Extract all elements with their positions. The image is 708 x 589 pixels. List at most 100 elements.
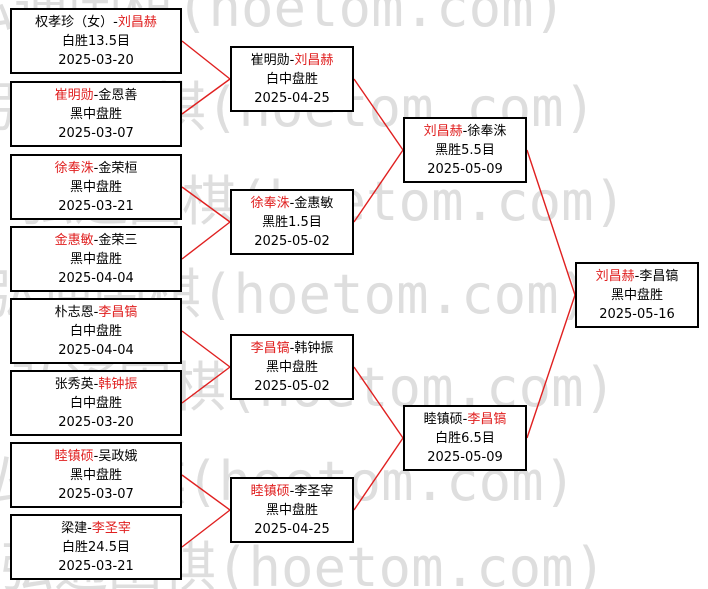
white-player-name: 韩钟振	[98, 376, 138, 392]
players-line: 权孝珍（女）-刘昌赫	[12, 13, 180, 32]
bracket-connector-line	[353, 366, 404, 439]
round2-match-box: 崔明勋-刘昌赫白中盘胜 2025-04-25	[230, 46, 354, 112]
white-player-name: 李昌镐	[467, 411, 507, 427]
players-line: 张秀英-韩钟振	[12, 375, 180, 394]
match-result: 黑中盘胜	[69, 179, 122, 195]
bracket-connector-line	[526, 294, 576, 439]
black-player-name: 刘昌赫	[423, 123, 463, 139]
match-date: 2025-04-04	[58, 342, 134, 358]
black-player-name: 金惠敏	[54, 232, 94, 248]
black-player-name: 睦镇硕	[250, 483, 290, 499]
players-line: 徐奉洙-金荣桓	[12, 159, 180, 178]
white-player-name: 金恩善	[98, 87, 138, 103]
black-player-name: 崔明勋	[250, 52, 290, 68]
bracket-connector-line	[181, 221, 231, 260]
bracket-connector-line	[353, 437, 404, 511]
match-date: 2025-03-07	[58, 125, 134, 141]
black-player-name: 睦镇硕	[54, 448, 94, 464]
bracket-connector-line	[181, 186, 231, 223]
black-player-name: 徐奉洙	[54, 160, 94, 176]
versus-dash: -	[87, 520, 92, 536]
players-line: 睦镇硕-吴政娥	[12, 447, 180, 466]
players-line: 金惠敏-金荣三	[12, 231, 180, 250]
white-player-name: 李昌镐	[98, 304, 138, 320]
match-date: 2025-04-04	[58, 270, 134, 286]
match-result: 黑中盘胜	[69, 106, 122, 122]
bracket-connector-line	[353, 78, 404, 151]
bracket-connector-line	[181, 366, 231, 404]
players-line: 徐奉洙-金惠敏	[232, 194, 352, 213]
match-date: 2025-05-09	[427, 161, 503, 177]
bracket-connector-line	[181, 40, 231, 80]
black-player-name: 崔明勋	[54, 87, 94, 103]
round2-match-box: 徐奉洙-金惠敏黑胜1.5目 2025-05-02	[230, 189, 354, 255]
match-date: 2025-03-20	[58, 52, 134, 68]
players-line: 梁建-李圣宰	[12, 519, 180, 538]
match-date: 2025-04-25	[254, 90, 330, 106]
black-player-name: 张秀英	[54, 376, 94, 392]
versus-dash: -	[93, 160, 99, 176]
players-line: 李昌镐-韩钟振	[232, 339, 352, 358]
versus-dash: -	[93, 304, 99, 320]
versus-dash: -	[289, 52, 295, 68]
round1-match-box: 权孝珍（女）-刘昌赫白胜13.5目 2025-03-20	[10, 8, 182, 74]
versus-dash: -	[93, 448, 99, 464]
black-player-name: 刘昌赫	[595, 268, 635, 284]
match-result: 白胜6.5目	[435, 430, 495, 446]
players-line: 崔明勋-刘昌赫	[232, 51, 352, 70]
white-player-name: 吴政娥	[98, 448, 138, 464]
match-result: 白中盘胜	[69, 323, 122, 339]
match-result: 黑中盘胜	[265, 502, 318, 518]
white-player-name: 李圣宰	[91, 520, 131, 536]
match-date: 2025-03-20	[58, 414, 134, 430]
white-player-name: 徐奉洙	[467, 123, 507, 139]
match-date: 2025-05-02	[254, 233, 330, 249]
versus-dash: -	[93, 87, 99, 103]
players-line: 睦镇硕-李昌镐	[405, 410, 525, 429]
versus-dash: -	[289, 195, 295, 211]
versus-dash: -	[462, 411, 468, 427]
white-player-name: 韩钟振	[294, 340, 334, 356]
bracket-connector-line	[526, 149, 576, 296]
bracket-connector-line	[353, 149, 404, 223]
round3-match-box: 刘昌赫-徐奉洙黑胜5.5目 2025-05-09	[403, 117, 527, 183]
versus-dash: -	[93, 376, 99, 392]
bracket-connector-line	[181, 509, 231, 548]
white-player-name: 金惠敏	[294, 195, 334, 211]
match-date: 2025-05-09	[427, 449, 503, 465]
players-line: 朴志恩-李昌镐	[12, 303, 180, 322]
match-result: 白中盘胜	[265, 71, 318, 87]
players-line: 崔明勋-金恩善	[12, 86, 180, 105]
match-date: 2025-03-07	[58, 486, 134, 502]
versus-dash: -	[93, 232, 99, 248]
match-result: 黑中盘胜	[610, 287, 663, 303]
black-player-name: 李昌镐	[250, 340, 290, 356]
players-line: 刘昌赫-徐奉洙	[405, 122, 525, 141]
match-result: 白胜13.5目	[62, 33, 130, 49]
black-player-name: 朴志恩	[54, 304, 94, 320]
versus-dash: -	[289, 340, 295, 356]
white-player-name: 李昌镐	[639, 268, 679, 284]
black-player-name: 睦镇硕	[423, 411, 463, 427]
white-player-name: 李圣宰	[294, 483, 334, 499]
bracket-connector-line	[181, 78, 231, 115]
match-result: 黑胜1.5目	[262, 214, 322, 230]
match-result: 白中盘胜	[69, 395, 122, 411]
white-player-name: 金荣三	[98, 232, 138, 248]
white-player-name: 刘昌赫	[117, 14, 157, 30]
match-result: 黑胜5.5目	[435, 142, 495, 158]
versus-dash: -	[634, 268, 640, 284]
